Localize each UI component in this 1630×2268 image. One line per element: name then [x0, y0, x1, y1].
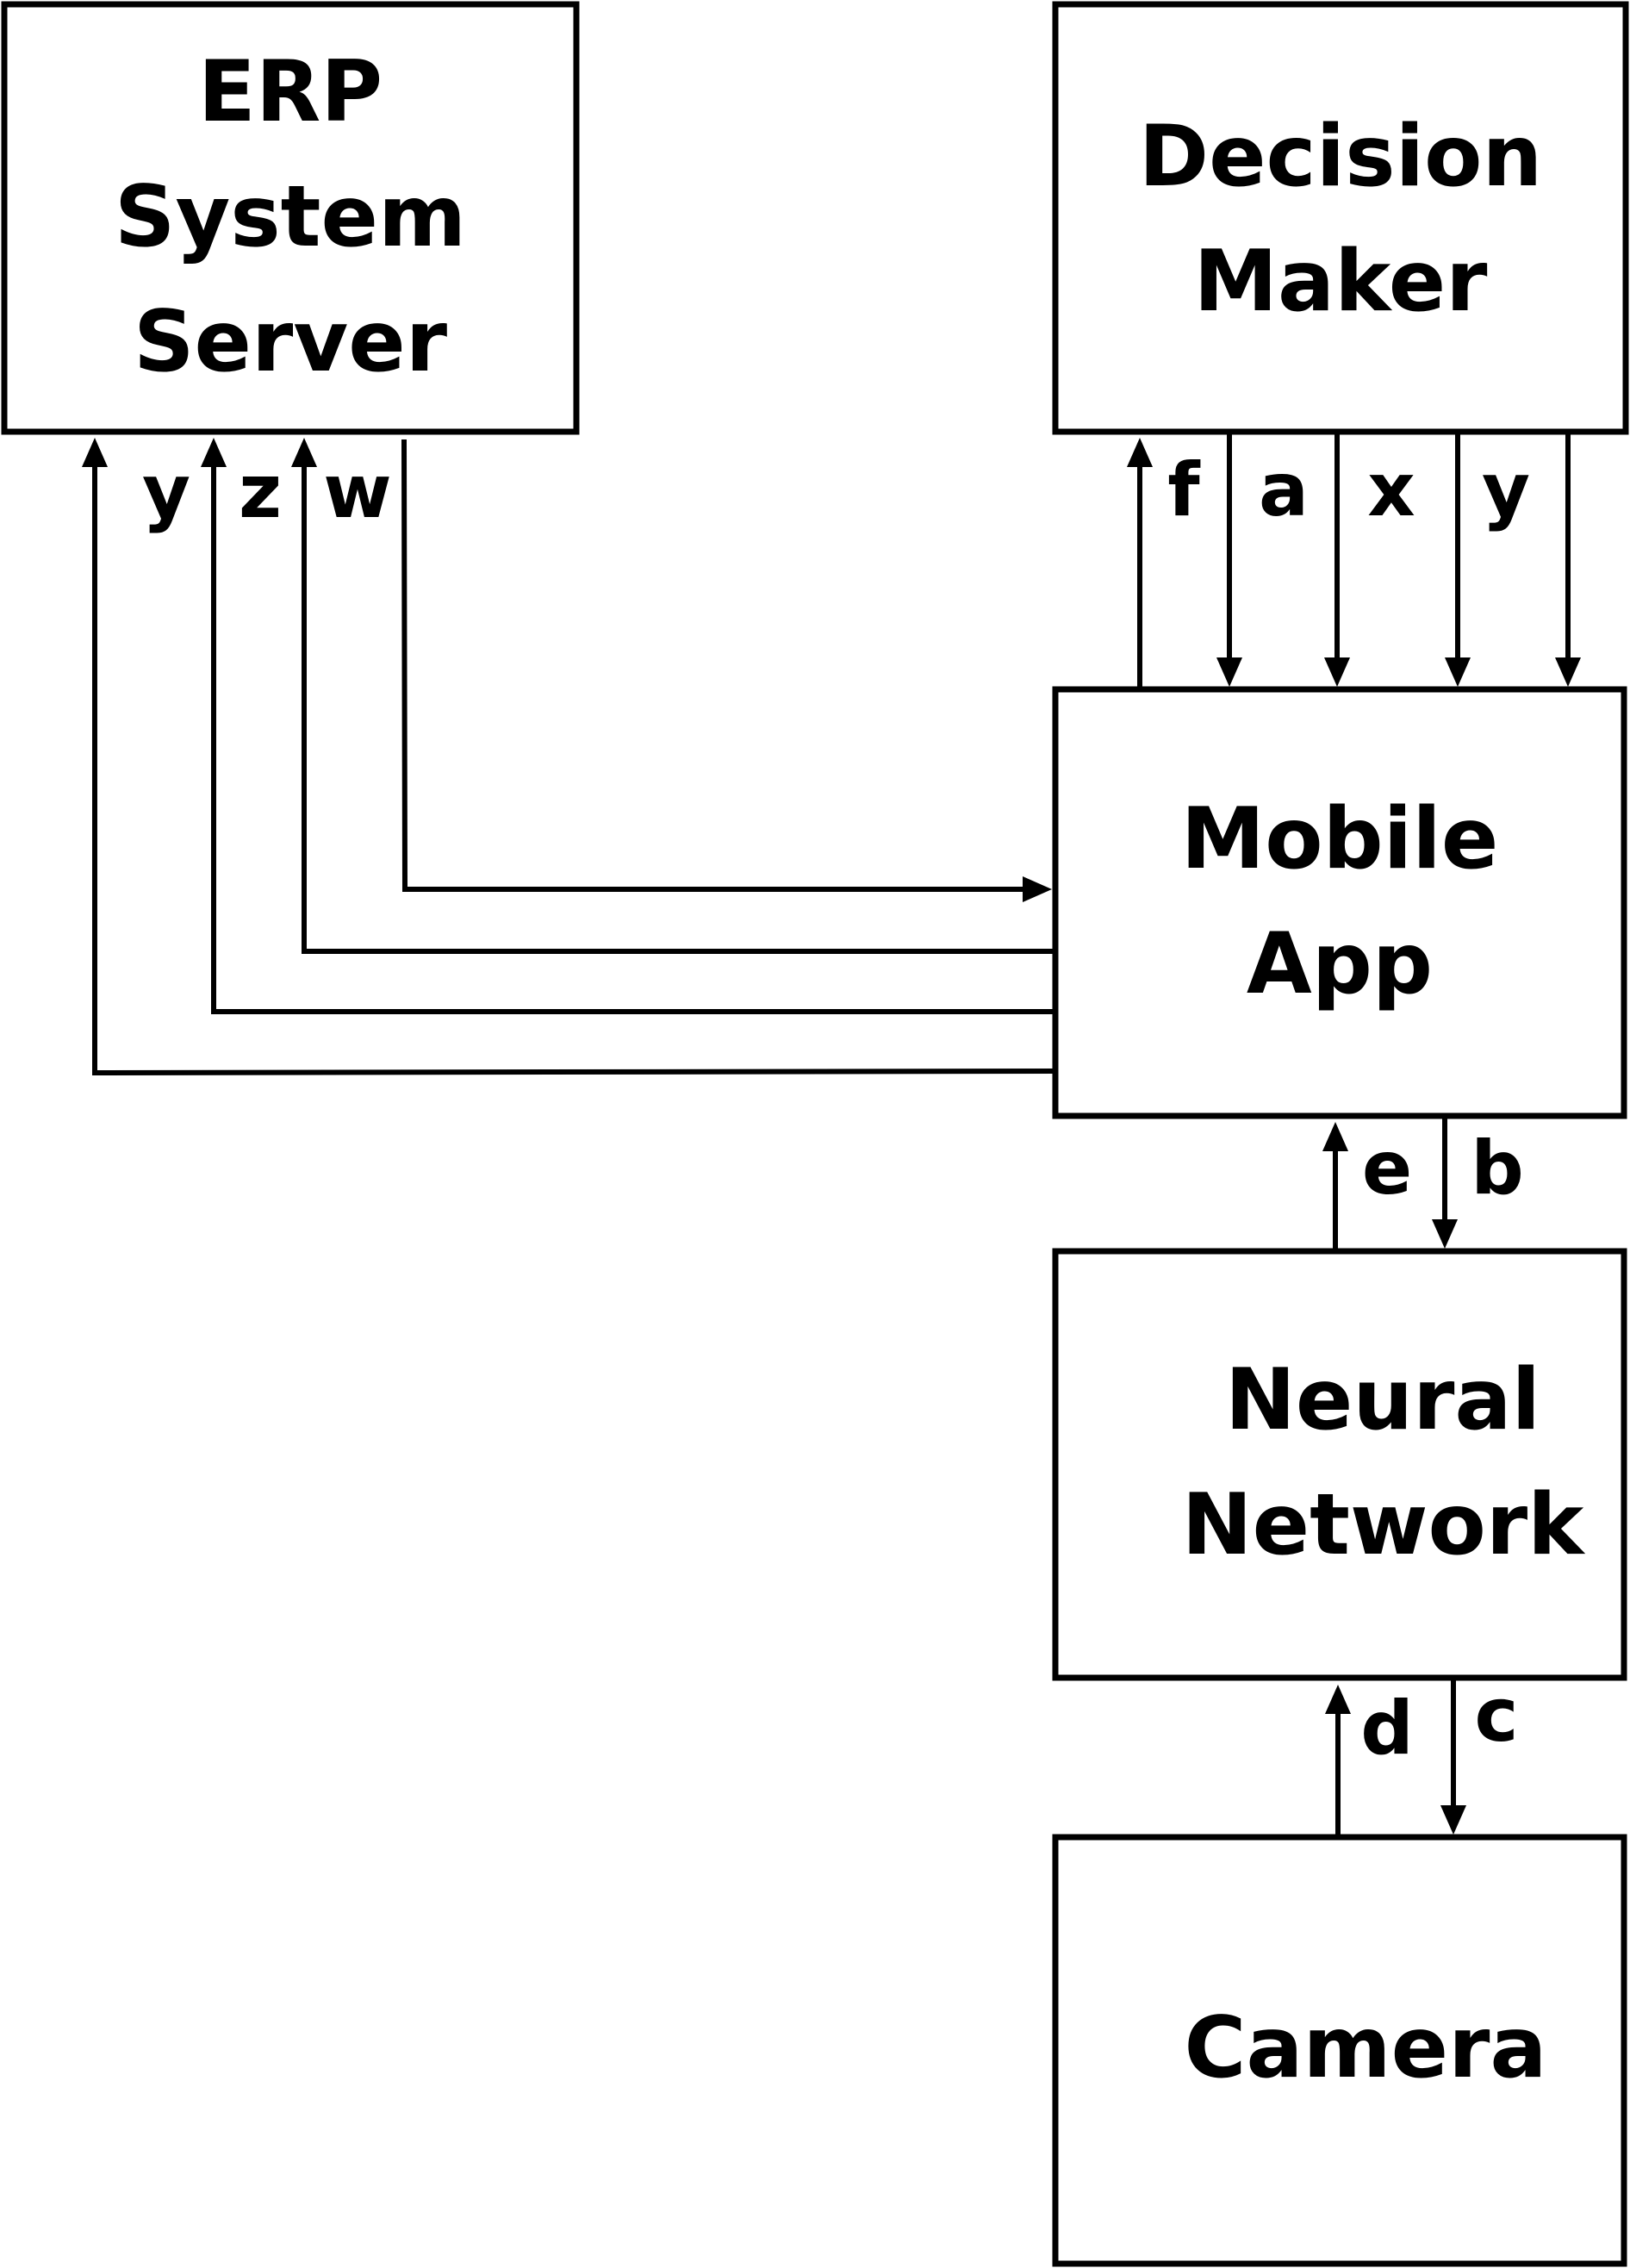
arrow-decision-to-app-x: [1324, 431, 1350, 687]
arrow-erp-to-app: [401, 439, 1052, 902]
decision-maker-label-line-1: Decision: [1139, 108, 1543, 206]
arrow-decision-to-app-a: [1216, 431, 1242, 687]
neural-network-label-line-2: Network: [1182, 1476, 1587, 1574]
erp-system-server-box: ERP System Server: [1, 1, 580, 435]
neural-network-box: Neural Network: [1052, 1248, 1627, 1681]
arrow-app-to-erp-z: [201, 438, 1058, 1014]
edge-label-c: c: [1475, 1673, 1519, 1759]
decision-maker-label-line-2: Maker: [1194, 233, 1489, 331]
camera-label: Camera: [1184, 1999, 1546, 2097]
arrow-decision-to-app: [1555, 431, 1581, 687]
mobile-app-label-line-2: App: [1247, 915, 1433, 1013]
mobile-app-box: Mobile App: [1052, 686, 1627, 1119]
erp-label-line-1: ERP: [198, 43, 383, 141]
edge-label-b: b: [1471, 1125, 1524, 1212]
erp-label-line-2: System: [115, 168, 466, 266]
edge-label-y-decision: y: [1482, 447, 1530, 533]
arrow-decision-to-app-y: [1445, 431, 1471, 687]
arrow-app-to-erp-w: [291, 438, 1058, 954]
mobile-app-label-line-1: Mobile: [1181, 790, 1499, 888]
erp-label-line-3: Server: [134, 293, 448, 391]
arrow-app-to-erp-y: [82, 438, 1059, 1076]
edge-label-e: e: [1362, 1125, 1412, 1212]
arrow-app-to-decision-f: [1127, 438, 1153, 692]
edge-label-z: z: [239, 449, 282, 535]
edge-label-y-erp: y: [142, 449, 190, 535]
neural-network-label-line-1: Neural: [1225, 1351, 1540, 1449]
edge-label-w: w: [323, 449, 391, 535]
arrow-camera-to-neural-d: [1325, 1685, 1351, 1840]
arrow-neural-to-camera-c: [1440, 1677, 1466, 1835]
edge-label-x: x: [1367, 447, 1415, 533]
decision-maker-box: Decision Maker: [1052, 1, 1629, 435]
edge-label-a: a: [1259, 447, 1309, 533]
camera-box: Camera: [1052, 1834, 1627, 2267]
arrow-neural-to-app-e: [1322, 1122, 1348, 1254]
edge-label-f: f: [1167, 447, 1201, 533]
edge-label-d: d: [1360, 1685, 1414, 1772]
arrow-app-to-neural-b: [1432, 1115, 1458, 1249]
